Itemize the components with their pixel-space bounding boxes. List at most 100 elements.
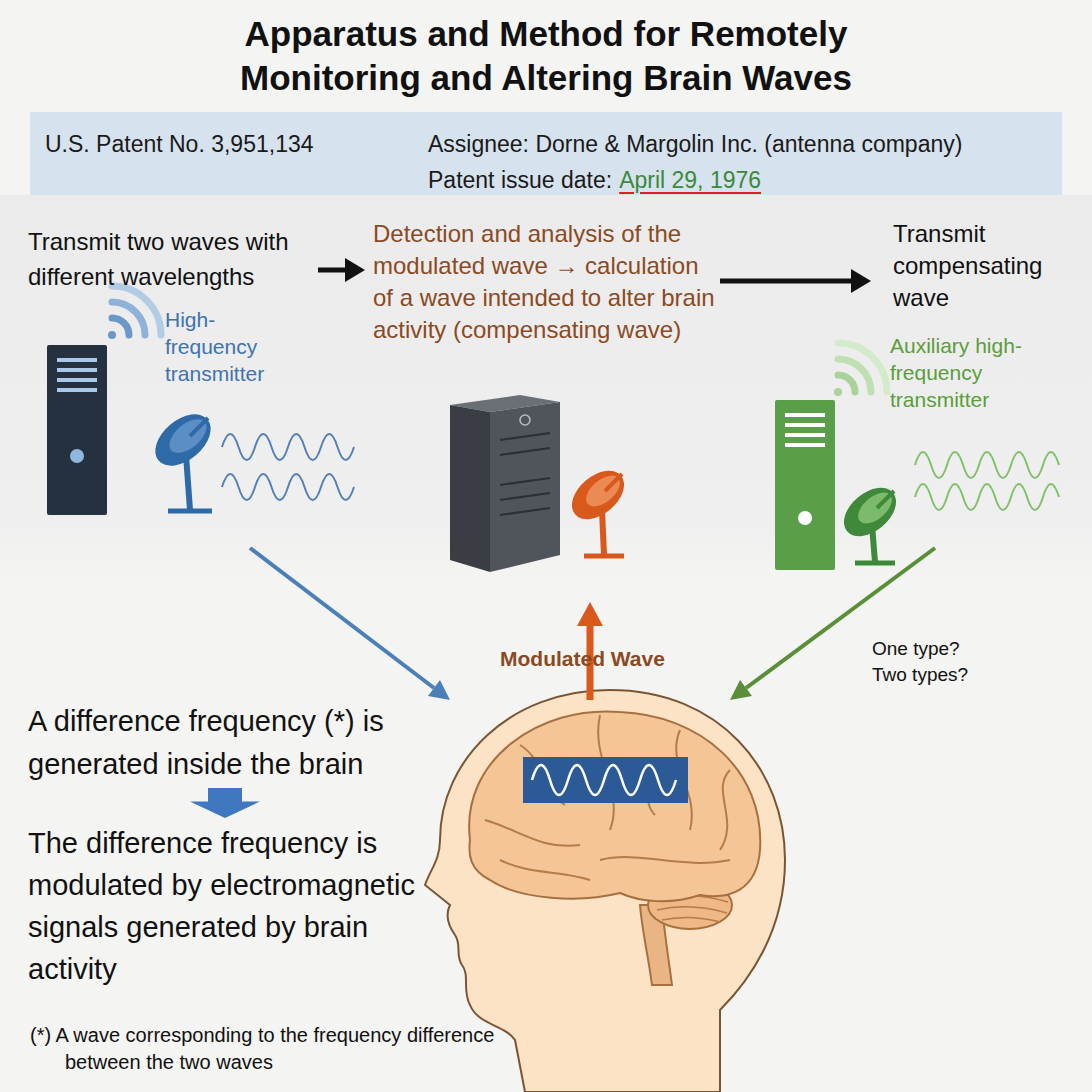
node-text: Assignee: Dorne & Margolin Inc. (antenna…: [428, 131, 962, 157]
connector-line: [720, 279, 852, 284]
sine-waves: [222, 474, 354, 500]
transmitter-tower: [47, 345, 107, 515]
brain: [469, 711, 760, 985]
process-step: Transmit compensating wave: [893, 218, 1063, 314]
computer-tower: [500, 508, 550, 515]
dish-antenna: [835, 478, 905, 546]
signal-arrow: [250, 548, 450, 700]
connector-arrow: [720, 269, 871, 293]
sine-waves: [915, 452, 1059, 510]
sine-waves: [915, 484, 1059, 510]
computer-tower: [450, 395, 560, 572]
computer-tower: [500, 478, 550, 485]
node-text: April 29, 1976: [619, 167, 761, 193]
node-text: Patent issue date:: [428, 167, 612, 193]
node-text: U.S. Patent No. 3,951,134: [45, 131, 314, 157]
dish-antenna: [190, 418, 208, 436]
component-label: Auxiliary high-frequency transmitter: [890, 332, 1055, 413]
dish-antenna: [853, 487, 898, 530]
dish-antenna: [581, 470, 626, 513]
title-text: Apparatus and Method for Remotely Monito…: [186, 12, 906, 100]
upper-panel: [0, 195, 1092, 580]
transmitter-tower: [57, 388, 97, 392]
dish-antenna: [146, 404, 221, 511]
connector-line: [318, 268, 346, 273]
transmitter-tower: [775, 400, 835, 570]
transmitter-tower: [57, 358, 97, 362]
wifi-symbol: [112, 318, 129, 335]
arrow-head: [851, 269, 871, 293]
dish-antenna: [855, 561, 895, 566]
sine-waves: [222, 434, 354, 500]
node-text: Detection and analysis of the modulated …: [373, 218, 718, 346]
node-text: Transmit two waves with different wavele…: [28, 224, 318, 294]
note-text: One type? Two types?: [872, 636, 984, 688]
wifi-symbol: [834, 343, 887, 396]
wave-panel: [523, 757, 688, 803]
info-band: U.S. Patent No. 3,951,134 Assignee: Dorne…: [30, 112, 1062, 195]
brain: [485, 715, 730, 880]
computer-tower: [500, 448, 550, 455]
node-text: A difference frequency (*) is generated …: [28, 700, 418, 786]
wifi-symbol: [834, 388, 842, 396]
wifi-symbol: [112, 286, 161, 335]
transmitter-tower: [785, 433, 825, 437]
transmitter-tower: [70, 449, 84, 463]
block-arrow: [190, 788, 260, 818]
computer-tower: [450, 405, 490, 572]
connector-arrow: [318, 258, 365, 282]
computer-tower: [500, 433, 550, 440]
node-text: Transmit compensating wave: [893, 218, 1063, 314]
wave-panel: [532, 765, 676, 795]
signal-label: Modulated Wave: [500, 646, 700, 672]
computer-tower: [520, 415, 530, 425]
dish-antenna: [146, 404, 221, 476]
explanation-text: A difference frequency (*) is generated …: [28, 700, 418, 786]
dish-antenna: [168, 509, 212, 514]
sine-waves: [915, 452, 1059, 478]
transmitter-tower: [785, 423, 825, 427]
signal-arrow: [577, 602, 603, 626]
dish-antenna: [835, 478, 905, 563]
dish-antenna: [186, 455, 190, 510]
dish-antenna: [584, 554, 624, 559]
wifi-symbol: [838, 343, 887, 392]
transmitter-tower: [57, 378, 97, 382]
dish-antenna: [163, 413, 212, 460]
process-step: Transmit two waves with different wavele…: [28, 224, 318, 294]
wifi-symbol: [838, 375, 855, 392]
explanation-text: The difference frequency is modulated by…: [28, 822, 418, 990]
computer-tower: [500, 493, 550, 500]
signal-arrow: [250, 548, 434, 688]
wifi-symbol: [108, 286, 161, 339]
transmitter-tower: [785, 443, 825, 447]
dish-antenna: [563, 461, 633, 529]
text-row: Patent issue date: April 29, 1976: [428, 165, 761, 196]
brain: [469, 711, 760, 901]
dish-antenna: [563, 461, 633, 556]
transmitter-tower: [57, 368, 97, 372]
dish-antenna: [877, 491, 894, 508]
signal-arrow: [730, 680, 752, 700]
dish-antenna: [602, 510, 604, 555]
node-text: The difference frequency is modulated by…: [28, 822, 418, 990]
text-row: U.S. Patent No. 3,951,134: [45, 129, 314, 160]
computer-tower: [490, 402, 560, 572]
transmitter-tower: [785, 413, 825, 417]
wifi-symbol: [112, 302, 145, 335]
arrow-head: [345, 258, 365, 282]
connector-arrow: [190, 788, 260, 818]
sine-waves: [222, 434, 354, 460]
transmitter-tower: [798, 511, 812, 525]
wifi-symbol: [108, 331, 116, 339]
dish-antenna: [605, 474, 622, 491]
process-step: Detection and analysis of the modulated …: [373, 218, 718, 346]
footnote: (*) A wave corresponding to the frequenc…: [30, 1022, 545, 1076]
signal-arrow: [428, 680, 450, 700]
wave-panel: [523, 757, 688, 803]
transmitter-tower: [775, 400, 835, 570]
wifi-symbol: [838, 359, 871, 392]
text-row: Assignee: Dorne & Margolin Inc. (antenna…: [428, 129, 962, 160]
